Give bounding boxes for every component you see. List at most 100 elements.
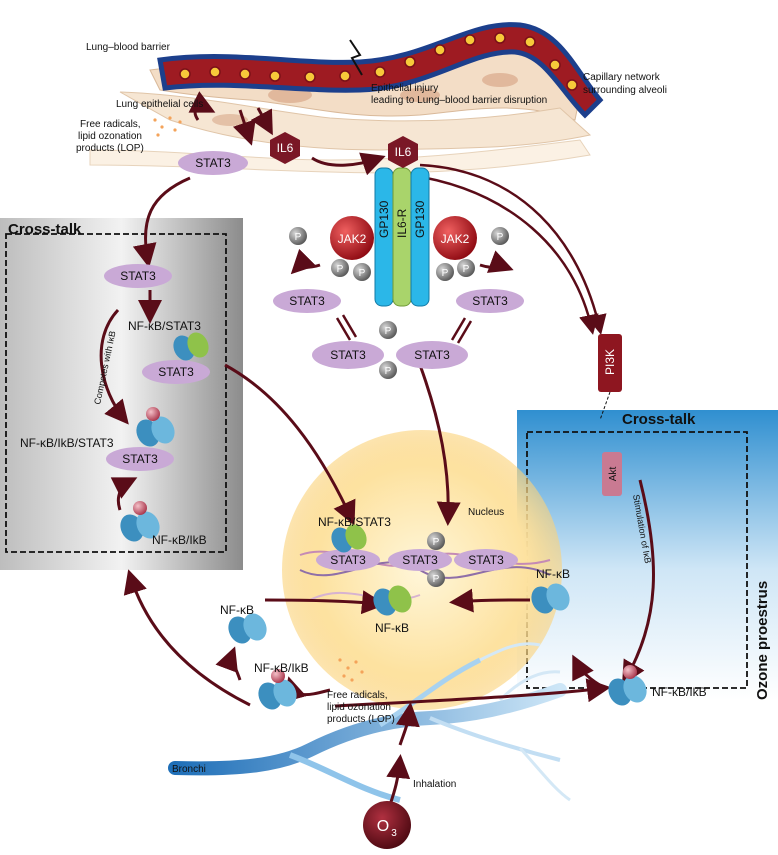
- nucleus-label: Nucleus: [468, 507, 504, 518]
- nfkb-left-free: [228, 613, 267, 644]
- ozone-molecule: O 3: [363, 801, 411, 849]
- stat3-top: STAT3: [178, 151, 248, 175]
- nfkb-ikb-right-label: NF-κB/IkB: [652, 685, 707, 699]
- nfkb-nucleus: [373, 585, 412, 616]
- svg-text:STAT3: STAT3: [120, 269, 156, 283]
- jak2-right: JAK2: [433, 216, 477, 260]
- stat3-nucleus-1: STAT3: [316, 549, 380, 571]
- phospho-3: P: [353, 263, 371, 281]
- p-label-5: P: [463, 264, 470, 275]
- il6-hex-a: IL6: [270, 132, 300, 164]
- p-label-7: P: [385, 326, 392, 337]
- svg-text:STAT3: STAT3: [122, 452, 158, 466]
- jak2-left-label: JAK2: [338, 232, 367, 246]
- svg-text:STAT3: STAT3: [158, 365, 194, 379]
- nfkb-left-free-label: NF-κB: [220, 603, 254, 617]
- phospho-8: P: [379, 361, 397, 379]
- lung-blood-barrier-label: Lung–blood barrier: [86, 42, 171, 53]
- phospho-5: P: [457, 259, 475, 277]
- nfkb-stat3-nucleus-label: NF-κB/STAT3: [318, 515, 391, 529]
- nfkb-stat3-nucleus: [331, 524, 367, 553]
- dimer-stat3-right: STAT3: [414, 348, 450, 362]
- svg-text:STAT3: STAT3: [330, 553, 366, 567]
- svg-text:STAT3: STAT3: [472, 294, 508, 308]
- epithelial-injury-label-2: leading to Lung–blood barrier disruption: [371, 95, 547, 106]
- lung-epithelial-cells-label: Lung epithelial cells: [116, 99, 203, 110]
- p-label-9: P: [433, 537, 440, 548]
- dimer-stat3-left: STAT3: [330, 348, 366, 362]
- stat3-left-2: STAT3: [142, 360, 210, 384]
- nfkb-ikb-bottom-label: NF-κB/IkB: [254, 661, 309, 675]
- bronchi-tree: [168, 642, 571, 803]
- pi3k-label: PI3K: [603, 349, 617, 375]
- p-label-1: P: [295, 232, 302, 243]
- phospho-6: P: [491, 227, 509, 245]
- crosstalk-left-border: [5, 233, 227, 553]
- phospho-2: P: [331, 259, 349, 277]
- stat3-left-3: STAT3: [106, 447, 174, 471]
- svg-text:STAT3: STAT3: [468, 553, 504, 567]
- free-radicals-top-1: Free radicals,: [80, 119, 141, 130]
- p-label-6: P: [497, 232, 504, 243]
- akt-label: Akt: [608, 467, 619, 482]
- phosphates: P P P P P P P P P P: [289, 227, 509, 587]
- arrows: [99, 91, 655, 806]
- stat3-jak-right: STAT3: [456, 289, 524, 313]
- stat3-jak-left: STAT3: [273, 289, 341, 313]
- o3-sub-label: 3: [391, 828, 397, 839]
- il6-a-label: IL6: [277, 141, 294, 155]
- radical-particles-bottom: [338, 658, 364, 682]
- p-label-2: P: [337, 264, 344, 275]
- phospho-7: P: [379, 321, 397, 339]
- crosstalk-left-title: Cross-talk: [8, 221, 82, 238]
- jak2-left: JAK2: [330, 216, 374, 260]
- phospho-9: P: [427, 532, 445, 550]
- injury-bolt-icon: [349, 39, 363, 76]
- nfkb-stat3-left-label: NF-κB/STAT3: [128, 319, 201, 333]
- inhalation-label: Inhalation: [413, 779, 456, 790]
- nfkb-ikb-bottom: [258, 669, 297, 710]
- jak2-right-label: JAK2: [441, 232, 470, 246]
- p-label-8: P: [385, 366, 392, 377]
- nfkb-complex-left-mid: [173, 332, 209, 361]
- p-label-4: P: [442, 268, 449, 279]
- stat3-dimer: STAT3 STAT3: [312, 341, 468, 369]
- nfkb-nucleus-label: NF-κB: [375, 621, 409, 635]
- o3-main-label: O: [377, 818, 389, 835]
- akt-box: Akt: [602, 452, 622, 496]
- nfkb-ikb-left-label: NF-κB/IkB: [152, 533, 207, 547]
- phospho-10: P: [427, 569, 445, 587]
- capillary-label-1: Capillary network: [583, 72, 661, 83]
- receptor-complex: [374, 167, 430, 307]
- free-radicals-top-2: lipid ozonation: [78, 131, 142, 142]
- nfkb-ikb-stat3-complex: [136, 407, 175, 447]
- free-radicals-bottom-3: products (LOP): [327, 714, 395, 725]
- gp130-left-label: GP130: [377, 200, 391, 238]
- il6r-label: IL6-R: [395, 208, 409, 238]
- phospho-4: P: [436, 263, 454, 281]
- crosstalk-right-title: Cross-talk: [622, 411, 696, 428]
- stat3-nucleus-3: STAT3: [454, 549, 518, 571]
- gp130-right-label: GP130: [413, 200, 427, 238]
- epithelial-injury-label-1: Epithelial injury: [371, 83, 438, 94]
- ozone-proestrus-label: Ozone proestrus: [754, 581, 771, 700]
- p-label-10: P: [433, 574, 440, 585]
- il6-b-label: IL6: [395, 145, 412, 159]
- capillary-label-2: surrounding alveoli: [583, 85, 667, 96]
- nfkb-ikb-stat3-label: NF-κB/IkB/STAT3: [20, 436, 114, 450]
- stat3-left-1: STAT3: [104, 264, 172, 288]
- svg-text:STAT3: STAT3: [289, 294, 325, 308]
- free-radicals-bottom-1: Free radicals,: [327, 690, 388, 701]
- equilibrium-arrows: [335, 314, 473, 344]
- svg-text:STAT3: STAT3: [195, 156, 231, 170]
- radical-particles-top: [153, 116, 182, 137]
- free-radicals-bottom-2: lipid ozonation: [327, 702, 391, 713]
- capillary-vessel: [157, 22, 604, 119]
- il6-hex-b: IL6: [388, 136, 418, 168]
- nfkb-right-free: [531, 583, 570, 614]
- nfkb-ikb-left-bottom: [120, 501, 160, 542]
- bronchi-label: Bronchi: [172, 764, 206, 775]
- stat3-nucleus-2: STAT3: [388, 549, 452, 571]
- nfkb-ikb-right: [608, 665, 647, 706]
